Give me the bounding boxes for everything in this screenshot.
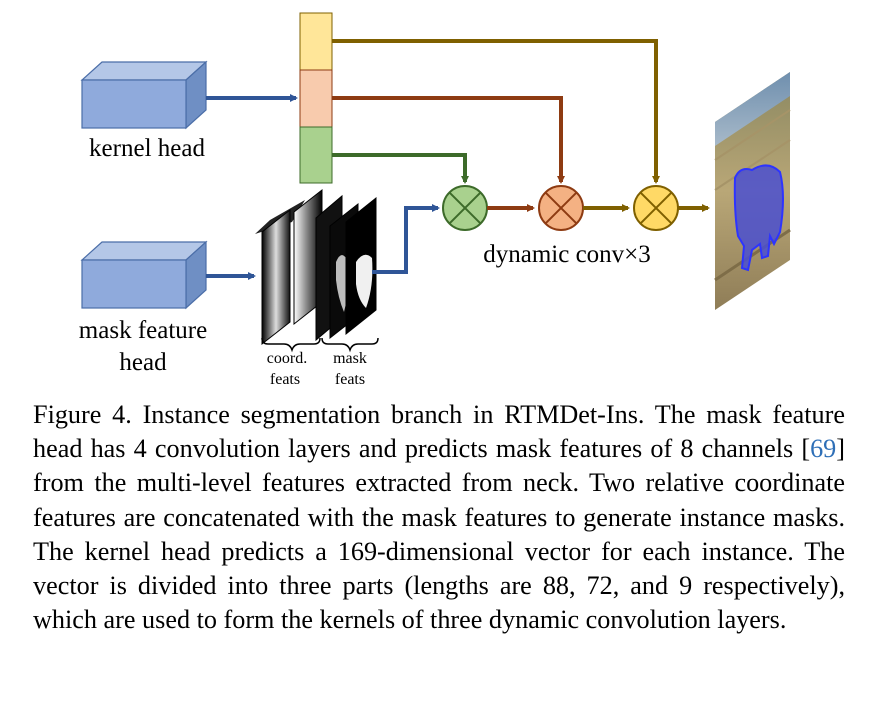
kernel-part-yellow xyxy=(299,12,333,71)
figure-caption: Figure 4. Instance segmentation branch i… xyxy=(33,398,845,637)
mask-feats-label-line1: mask xyxy=(333,350,367,367)
dynamic-conv-label: dynamic conv×3 xyxy=(483,241,651,268)
kernel-head-box xyxy=(80,60,208,130)
yellow-kernel-arrow xyxy=(332,39,660,184)
coord-feats-label-line1: coord. xyxy=(267,350,307,367)
mask-feature-head-label-line1: mask feature xyxy=(79,317,207,344)
mask-brace xyxy=(321,337,379,353)
dynamic-conv-op-3 xyxy=(633,185,679,231)
feats-to-conv-arrow xyxy=(372,204,440,274)
output-mask-image xyxy=(714,72,791,310)
citation-link[interactable]: 69 xyxy=(810,434,837,464)
dynamic-conv-op-1 xyxy=(442,185,488,231)
kernel-head-label: kernel head xyxy=(89,135,205,162)
orange-kernel-arrow xyxy=(332,96,565,184)
kernel-part-orange xyxy=(299,69,333,128)
coord-feats-label-line2: feats xyxy=(270,371,300,388)
mask-feature-maps xyxy=(315,194,377,342)
caption-suffix: ] from the multi-level features extracte… xyxy=(33,434,845,635)
kernel-part-green xyxy=(299,126,333,184)
coord-feature-maps xyxy=(255,188,323,346)
green-kernel-arrow xyxy=(332,153,469,184)
dynamic-conv-op-2 xyxy=(538,185,584,231)
mask-feats-label-line2: feats xyxy=(335,371,365,388)
mask-feature-head-box xyxy=(80,240,208,310)
mask-feature-head-label-line2: head xyxy=(119,349,167,376)
caption-text: Figure 4. Instance segmentation branch i… xyxy=(33,398,845,637)
architecture-diagram: kernel head mask feature head coord. fea… xyxy=(79,12,791,388)
caption-prefix: Figure 4. Instance segmentation branch i… xyxy=(33,400,845,464)
coord-brace xyxy=(261,337,321,353)
